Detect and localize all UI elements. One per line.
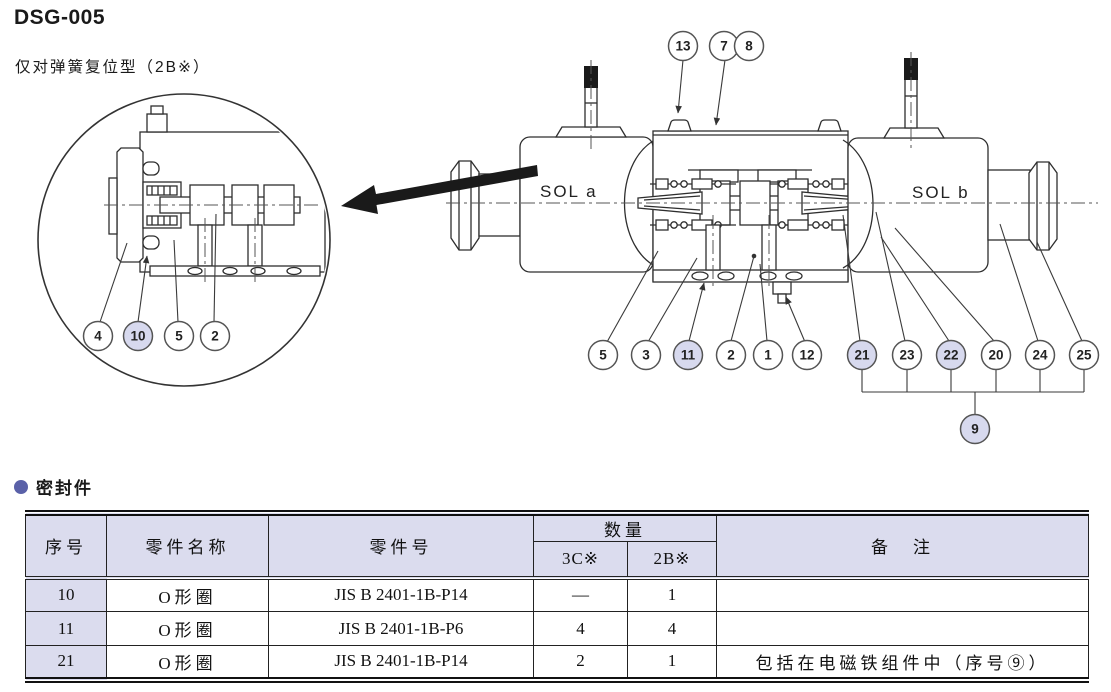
main-valve-view: SOL a SOL b <box>446 52 1098 304</box>
seal-parts-table: 序号 零件名称 零件号 数量 备 注 3C※ 2B※ 10 O形圈 JIS B … <box>25 510 1089 683</box>
callout-4: 4 <box>82 320 114 352</box>
callout-10: 10 <box>122 320 154 352</box>
col-header-qty-2b: 2B※ <box>627 541 717 580</box>
cell-part-no: JIS B 2401-1B-P14 <box>268 577 534 612</box>
terminal-tip-left <box>584 66 598 88</box>
detail-pointer-arrow <box>341 165 538 214</box>
group-bracket <box>861 369 1085 414</box>
callout-8: 8 <box>733 30 765 62</box>
cell-remark <box>716 577 1089 612</box>
svg-text:9: 9 <box>971 422 979 437</box>
callout-2-detail: 2 <box>199 320 231 352</box>
callout-11: 11 <box>672 339 704 371</box>
table-row: 11 O形圈 JIS B 2401-1B-P6 4 4 <box>25 611 1089 646</box>
drain-stub <box>772 281 792 295</box>
cell-qty-2b: 1 <box>627 577 717 612</box>
callout-5: 5 <box>587 339 619 371</box>
cell-part-no: JIS B 2401-1B-P14 <box>268 645 534 680</box>
page-title: DSG-005 <box>14 6 106 29</box>
callout-5-detail: 5 <box>163 320 195 352</box>
cell-name: O形圈 <box>106 577 269 612</box>
cell-qty-2b: 4 <box>627 611 717 646</box>
svg-text:20: 20 <box>988 348 1003 363</box>
callout-22: 22 <box>935 339 967 371</box>
callout-7: 7 <box>708 30 740 62</box>
right-hex-nut <box>987 161 1058 251</box>
cell-remark: 包括在电磁铁组件中（序号⑨） <box>716 645 1089 680</box>
svg-text:5: 5 <box>175 329 183 344</box>
col-header-no: 序号 <box>25 512 107 580</box>
svg-text:22: 22 <box>943 348 958 363</box>
col-header-qty: 数量 <box>533 512 717 542</box>
cell-part-no: JIS B 2401-1B-P6 <box>268 611 534 646</box>
svg-text:21: 21 <box>854 348 870 363</box>
cell-remark <box>716 611 1089 646</box>
svg-text:24: 24 <box>1032 348 1048 363</box>
seal-section-title: 密封件 <box>36 479 93 498</box>
right-solenoid <box>842 52 989 273</box>
spool-assembly <box>637 178 867 290</box>
col-header-qty-3c: 3C※ <box>533 541 628 580</box>
svg-text:8: 8 <box>745 39 753 54</box>
callout-20: 20 <box>980 339 1012 371</box>
callout-2: 2 <box>715 339 747 371</box>
cell-qty-3c: 4 <box>533 611 628 646</box>
svg-text:7: 7 <box>720 39 728 54</box>
callout-21: 21 <box>846 339 878 371</box>
svg-text:12: 12 <box>799 348 814 363</box>
callout-9: 9 <box>959 413 991 445</box>
svg-text:2: 2 <box>727 348 735 363</box>
terminal-tip-right <box>904 58 918 80</box>
cell-no: 11 <box>25 611 107 646</box>
o-ring-top <box>142 161 160 176</box>
callout-24: 24 <box>1024 339 1056 371</box>
col-header-part-no: 零件号 <box>268 512 534 580</box>
cell-qty-3c: — <box>533 577 628 612</box>
callout-23: 23 <box>891 339 923 371</box>
sol-b-label: SOL b <box>912 183 970 202</box>
cell-name: O形圈 <box>106 611 269 646</box>
callouts: 13 7 8 4 10 5 2 5 3 11 2 1 12 21 23 22 2… <box>82 30 1100 445</box>
cell-qty-2b: 1 <box>627 645 717 680</box>
valve-cross-section-drawing: SOL a SOL b <box>37 30 1100 445</box>
col-header-name: 零件名称 <box>106 512 269 580</box>
o-ring-bottom <box>142 235 160 250</box>
svg-text:23: 23 <box>899 348 915 363</box>
svg-text:5: 5 <box>599 348 607 363</box>
sol-a-label: SOL a <box>540 182 598 201</box>
cell-qty-3c: 2 <box>533 645 628 680</box>
svg-text:4: 4 <box>94 329 102 344</box>
cell-name: O形圈 <box>106 645 269 680</box>
svg-text:25: 25 <box>1076 348 1092 363</box>
svg-text:3: 3 <box>642 348 650 363</box>
callout-13: 13 <box>667 30 699 62</box>
svg-text:11: 11 <box>681 348 696 363</box>
left-solenoid <box>519 60 654 273</box>
cell-no: 21 <box>25 645 107 680</box>
callout-25: 25 <box>1068 339 1100 371</box>
detail-circle-view <box>37 93 331 387</box>
leader-lines <box>99 59 1085 414</box>
seal-section-header: 密封件 <box>14 474 93 499</box>
svg-text:10: 10 <box>130 329 145 344</box>
svg-text:2: 2 <box>211 329 219 344</box>
table-row: 21 O形圈 JIS B 2401-1B-P14 2 1 包括在电磁铁组件中（序… <box>25 645 1089 680</box>
page-subtitle: 仅对弹簧复位型（2B※） <box>15 59 211 76</box>
table-row: 10 O形圈 JIS B 2401-1B-P14 — 1 <box>25 577 1089 612</box>
col-header-remark: 备 注 <box>716 512 1089 580</box>
callout-1: 1 <box>752 339 784 371</box>
callout-3: 3 <box>630 339 662 371</box>
cell-no: 10 <box>25 577 107 612</box>
svg-text:13: 13 <box>675 39 691 54</box>
callout-12: 12 <box>791 339 823 371</box>
svg-text:1: 1 <box>764 348 772 363</box>
section-bullet-icon <box>14 479 28 494</box>
